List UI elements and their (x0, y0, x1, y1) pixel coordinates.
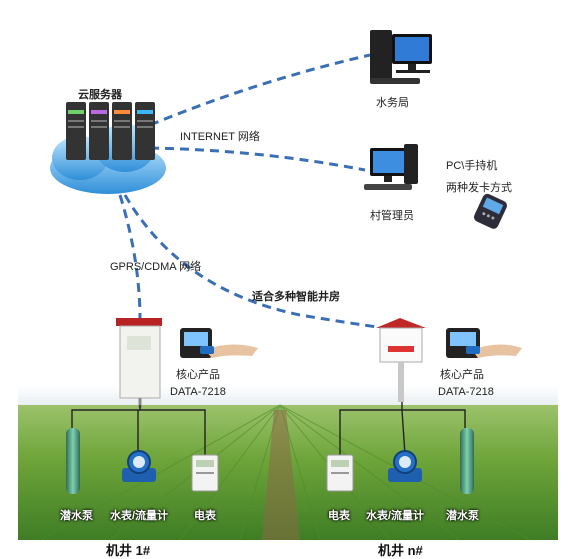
internet-label: INTERNET 网络 (180, 131, 260, 143)
core-product-right-name: 核心产品 (440, 369, 484, 381)
electric-meter-right-icon (326, 454, 354, 492)
well1-device-electric-label: 电表 (194, 510, 216, 522)
core-product-left-name: 核心产品 (176, 369, 220, 381)
link-cloud-to-admin (149, 146, 366, 172)
water-meter-right-icon (388, 450, 422, 482)
welln-control-box-icon (376, 318, 426, 402)
village-admin-label: 村管理员 (370, 210, 414, 222)
welln-title: 机井 n# (378, 543, 423, 558)
dirt-path (262, 410, 300, 540)
welln-device-electric-label: 电表 (328, 510, 350, 522)
core-product-right-model: DATA-7218 (438, 386, 494, 398)
gprs-label: GPRS/CDMA 网络 (110, 261, 202, 273)
core-product-left-model: DATA-7218 (170, 386, 226, 398)
bureau-computer-icon (370, 30, 432, 84)
handheld-icon (474, 193, 507, 229)
link-cloud-to-bureau (149, 53, 371, 127)
well1-control-box-icon (116, 318, 162, 408)
card-methods-label: 两种发卡方式 (446, 182, 512, 194)
pump-left-icon (66, 428, 80, 494)
electric-meter-left-icon (191, 454, 219, 492)
well1-title: 机井 1# (106, 543, 151, 558)
core-device-left-icon (180, 328, 258, 358)
water-meter-left-icon (122, 450, 156, 482)
welln-device-pump-label: 潜水泵 (446, 510, 479, 522)
welln-device-meter-label: 水表/流量计 (366, 510, 425, 522)
server-rack-icon (66, 102, 155, 160)
well1-device-pump-label: 潜水泵 (60, 510, 93, 522)
well1-device-meter-label: 水表/流量计 (110, 510, 169, 522)
cloud-server-label: 云服务器 (78, 89, 122, 101)
pc-handheld-label: PC\手持机 (446, 160, 498, 172)
link-cloud-to-well1 (118, 194, 142, 321)
pump-right-icon (460, 428, 474, 494)
well-house-caption: 适合多种智能井房 (252, 291, 340, 303)
water-bureau-label: 水务局 (376, 97, 409, 109)
core-device-right-icon (446, 328, 522, 358)
link-cloud-to-welln (123, 194, 401, 332)
admin-computer-icon (364, 144, 418, 190)
